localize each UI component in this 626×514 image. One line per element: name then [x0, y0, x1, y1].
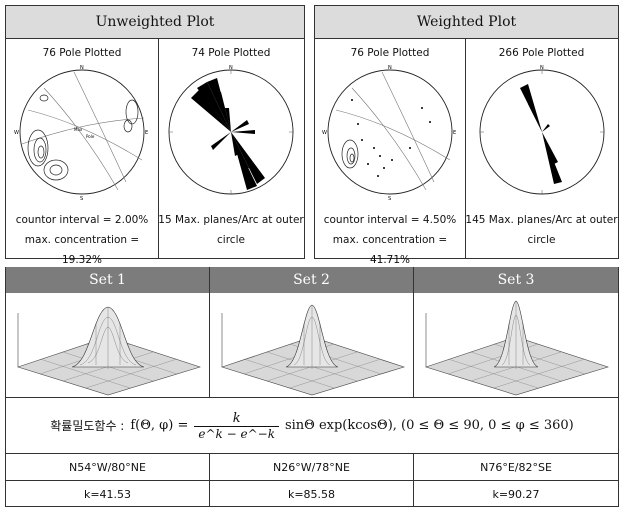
svg-text:E: E — [453, 130, 456, 136]
weighted-contour-interval: countor interval = 4.50% — [323, 214, 457, 226]
weighted-rose-caption-1: 145 Max. planes/Arc at outer — [465, 214, 618, 226]
unweighted-title: Unweighted Plot — [6, 6, 304, 39]
weighted-title: Weighted Plot — [315, 6, 618, 39]
formula-fraction: k e^k − e^−k — [194, 411, 279, 441]
svg-text:W: W — [14, 130, 19, 136]
set-2-surface-plot — [221, 304, 405, 396]
weighted-right-label: 266 Pole Plotted — [498, 47, 585, 59]
weighted-contour-stereonet: N W E S — [322, 65, 456, 200]
set-3-header: Set 3 — [414, 267, 618, 293]
unweighted-rose-diagram: N — [168, 65, 294, 195]
weighted-rose-cell: 266 Pole Plotted N 145 Max. planes/Arc a… — [465, 38, 618, 258]
svg-text:N: N — [388, 65, 392, 71]
set-3-orientation: N76°E/82°SE — [480, 460, 552, 474]
unweighted-stereonet-cell: 76 Pole Plotted N W E S Max Pole countor… — [6, 38, 159, 266]
weighted-stereonet-cell: 76 Pole Plotted N W E S countor interval… — [315, 38, 466, 266]
formula-denominator: e^k − e^−k — [198, 426, 275, 441]
unweighted-contour-stereonet: N W E S Max Pole — [14, 65, 148, 200]
set-1-orientation: N54°W/80°NE — [69, 460, 146, 474]
unweighted-rose-cell: 74 Pole Plotted N 1 — [158, 38, 304, 258]
svg-text:S: S — [388, 196, 391, 200]
set-3-surface-plot — [425, 300, 609, 396]
weighted-panel: Weighted Plot 76 Pole Plotted N W E S co… — [314, 5, 619, 266]
formula-numerator: k — [232, 410, 241, 426]
set-2-k-value: k=85.58 — [287, 487, 336, 501]
probability-density-formula: 확률밀도함수 : f(Θ, φ) = k e^k − e^−k sinΘ exp… — [6, 398, 618, 453]
unweighted-rose-caption-2: circle — [217, 234, 245, 246]
unweighted-left-label: 76 Pole Plotted — [42, 47, 122, 59]
set-3-k-value: k=90.27 — [492, 487, 540, 501]
set-2-orientation: N26°W/78°NE — [273, 460, 350, 474]
weighted-max-concentration: max. concentration = 41.71% — [332, 234, 448, 266]
weighted-rose-diagram: N — [479, 65, 605, 195]
formula-label: 확률밀도함수 : — [50, 419, 125, 433]
svg-text:N: N — [80, 65, 84, 71]
set-1-k-value: k=41.53 — [83, 487, 132, 501]
weighted-left-label: 76 Pole Plotted — [350, 47, 430, 59]
svg-text:W: W — [322, 130, 327, 136]
svg-text:Pole: Pole — [86, 134, 95, 139]
formula-lhs: f(Θ, φ) = — [130, 418, 189, 433]
svg-text:S: S — [80, 196, 83, 200]
set-2-header: Set 2 — [210, 267, 413, 293]
svg-text:Max: Max — [74, 127, 83, 132]
unweighted-panel: Unweighted Plot 76 Pole Plotted N W E S … — [5, 5, 305, 266]
svg-text:E: E — [145, 130, 148, 136]
unweighted-right-label: 74 Pole Plotted — [191, 47, 271, 59]
set-1-surface-plot — [17, 306, 201, 396]
unweighted-rose-caption-1: 15 Max. planes/Arc at outer — [158, 214, 304, 226]
svg-text:N: N — [229, 65, 233, 71]
set-1-header: Set 1 — [6, 267, 209, 293]
unweighted-contour-interval: countor interval = 2.00% — [15, 214, 149, 226]
unweighted-max-concentration: max. concentration = 19.32% — [24, 234, 140, 266]
formula-rhs: sinΘ exp(kcosΘ), (0 ≤ Θ ≤ 90, 0 ≤ φ ≤ 36… — [284, 418, 574, 433]
svg-text:N: N — [540, 65, 544, 71]
weighted-rose-caption-2: circle — [527, 234, 556, 246]
